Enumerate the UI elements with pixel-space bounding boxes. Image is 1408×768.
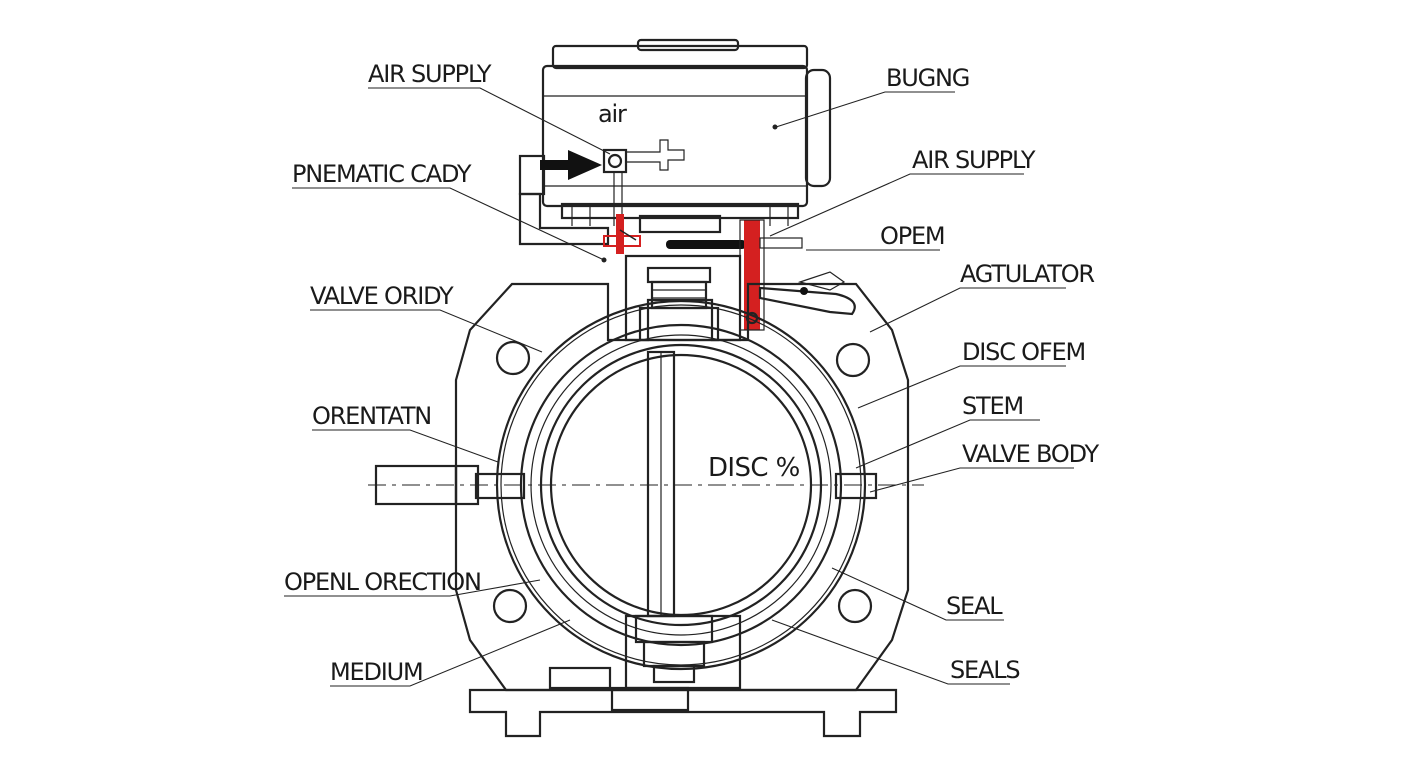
valve-body (368, 282, 924, 738)
label-disc-ofem: DISC OFEM (962, 338, 1085, 366)
label-air: air (598, 100, 627, 128)
label-orentatn: ORENTATN (312, 402, 431, 430)
label-pnematic-cady: PNEMATIC CADY (292, 160, 472, 188)
actuator-housing (518, 38, 832, 246)
label-medium: MEDIUM (330, 658, 423, 686)
label-disc: DISC % (708, 453, 800, 483)
label-opem: OPEM (880, 222, 944, 250)
air-port-fitting (602, 139, 685, 226)
label-seal: SEAL (946, 592, 1003, 620)
drive-shaft (666, 240, 746, 249)
air-inlet-arrow-icon (540, 150, 602, 180)
lever-handle (758, 271, 856, 316)
stem-assembly-top (624, 254, 742, 342)
label-air-supply-right: AIR SUPPLY (912, 146, 1036, 174)
label-valve-oridy: VALVE ORIDY (310, 282, 454, 310)
label-seals: SEALS (950, 656, 1019, 684)
leader-lines (284, 87, 1074, 687)
red-linkage-left (603, 214, 641, 254)
label-openl-orection: OPENL ORECTION (284, 568, 481, 596)
label-agtulator: AGTULATOR (960, 260, 1094, 288)
label-stem: STEM (962, 392, 1023, 420)
bolt-icon (772, 124, 778, 130)
label-bugng: BUGNG (886, 64, 969, 92)
label-valve-body: VALVE BODY (962, 440, 1100, 468)
callout-labels: AIR SUPPLY PNEMATIC CADY VALVE ORIDY ORE… (284, 60, 1101, 686)
label-air-supply-top: AIR SUPPLY (368, 60, 492, 88)
